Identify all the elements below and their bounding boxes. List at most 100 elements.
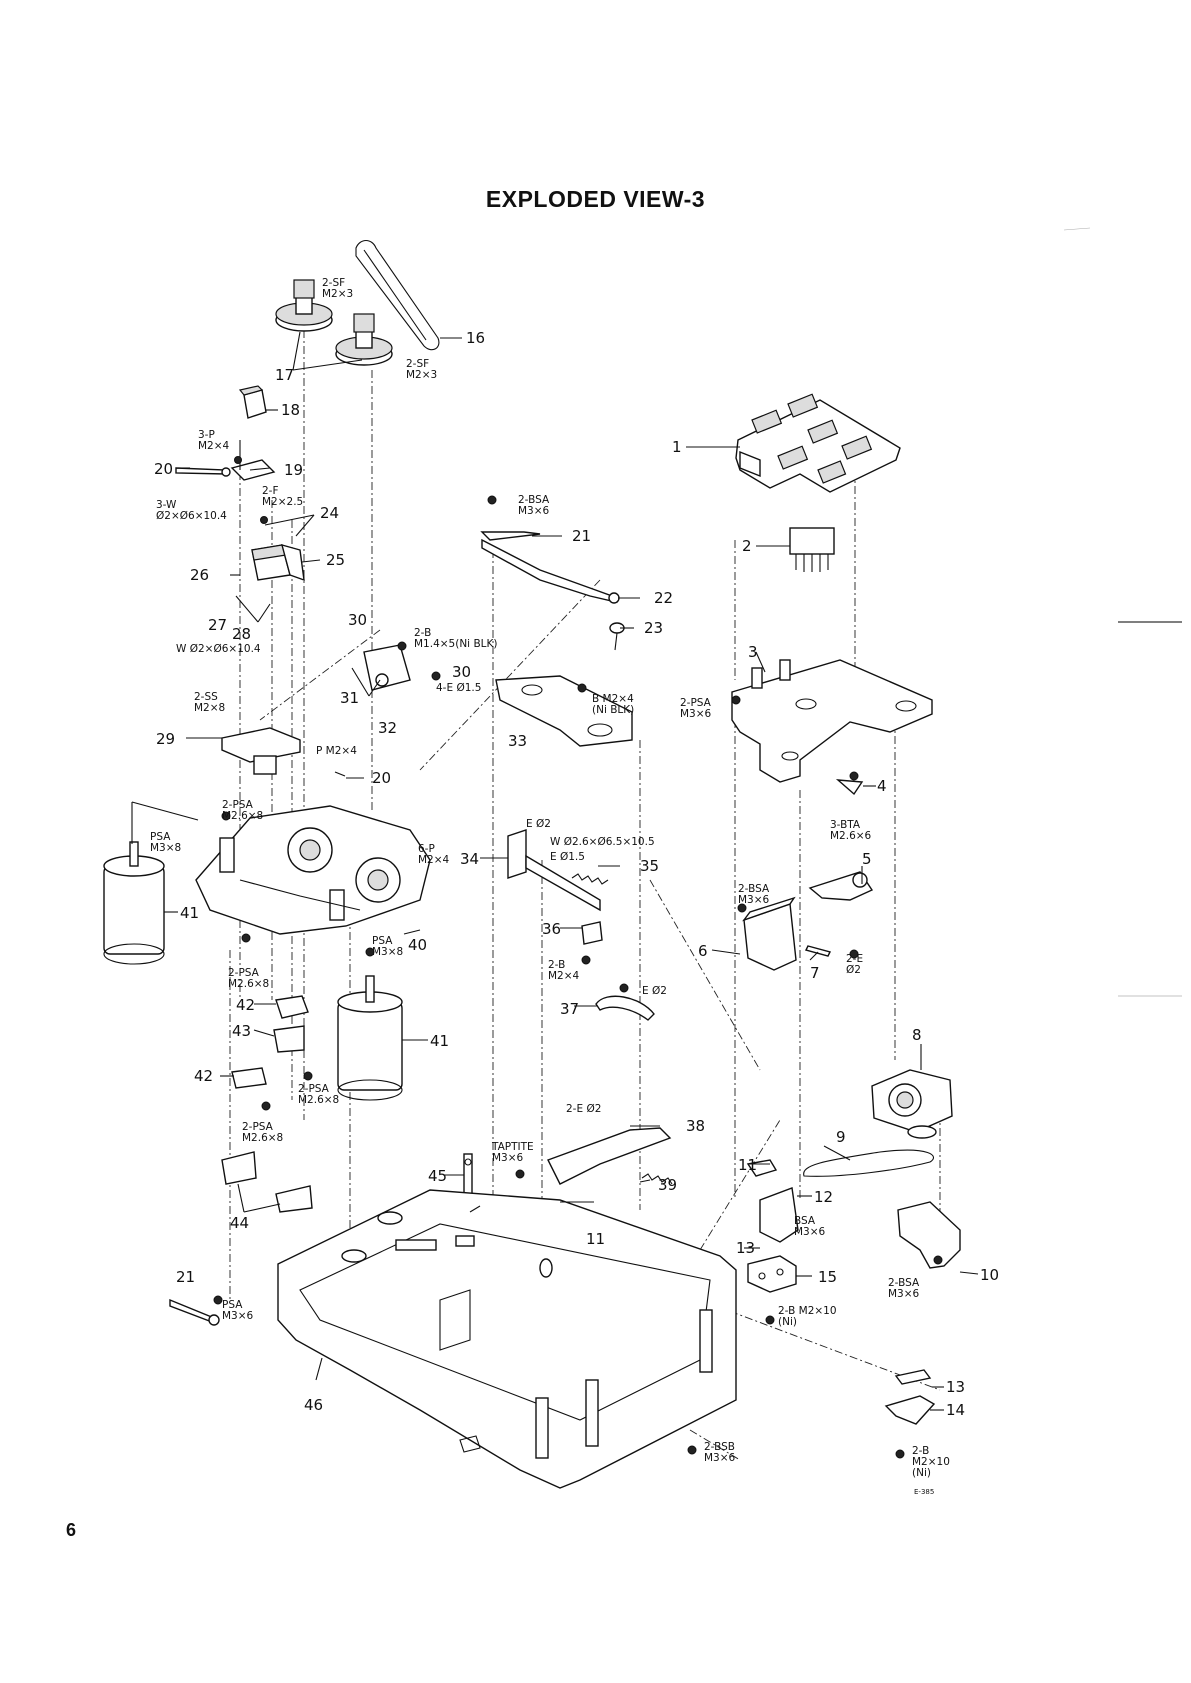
callout-46: 46 bbox=[304, 1396, 323, 1414]
part-9-belt bbox=[803, 1149, 935, 1177]
callout-19: 19 bbox=[284, 461, 303, 479]
callout-15: 15 bbox=[818, 1268, 837, 1286]
hw-e-e02: E Ø2 bbox=[526, 818, 551, 830]
part-8-solenoid-motor bbox=[871, 1069, 953, 1139]
part-39-spring bbox=[641, 1173, 673, 1185]
screw-markers bbox=[213, 456, 943, 1459]
callout-labels: 1 2 3 4 5 6 7 8 9 10 11 11 12 13 13 14 1… bbox=[154, 329, 999, 1419]
part-16-belt bbox=[355, 239, 440, 351]
part-31-32-roller-bracket bbox=[363, 644, 411, 691]
leader-lines bbox=[131, 331, 979, 1411]
part-44-bracket-left bbox=[221, 1151, 257, 1185]
callout-30-right: 30 bbox=[452, 663, 471, 681]
part-17-flywheel-left bbox=[275, 279, 333, 332]
callout-6: 6 bbox=[698, 942, 708, 960]
part-4-clip bbox=[835, 779, 864, 796]
part-44-bracket-right bbox=[275, 1185, 313, 1213]
part-40-mechanism-deck bbox=[195, 805, 431, 935]
callout-23: 23 bbox=[644, 619, 663, 637]
part-18-block bbox=[238, 385, 267, 419]
callout-20-mid: 20 bbox=[372, 769, 391, 787]
hw-e2-38: 2-E Ø2 bbox=[566, 1103, 601, 1115]
callout-14: 14 bbox=[946, 1401, 965, 1419]
callout-39: 39 bbox=[658, 1176, 677, 1194]
callout-24: 24 bbox=[320, 504, 339, 522]
part-34-bracket bbox=[507, 829, 601, 912]
callout-27: 27 bbox=[208, 616, 227, 634]
callout-21-lower: 21 bbox=[176, 1268, 195, 1286]
callout-45: 45 bbox=[428, 1167, 447, 1185]
callout-41-center: 41 bbox=[430, 1032, 449, 1050]
part-23-pin bbox=[609, 622, 625, 651]
callout-3: 3 bbox=[748, 643, 758, 661]
hw-w-single: W Ø2×Ø6×10.4 bbox=[176, 643, 261, 655]
callout-2: 2 bbox=[742, 537, 752, 555]
callout-11-right: 11 bbox=[738, 1156, 757, 1174]
callout-7: 7 bbox=[810, 964, 820, 982]
callout-40: 40 bbox=[408, 936, 427, 954]
callout-11-left: 11 bbox=[586, 1230, 605, 1248]
part-3-chassis-plate bbox=[731, 659, 933, 783]
part-35-spring bbox=[571, 873, 609, 885]
callout-42-top: 42 bbox=[236, 996, 255, 1014]
callout-1: 1 bbox=[672, 438, 682, 456]
callout-5: 5 bbox=[862, 850, 872, 868]
drawing-code: E-385 bbox=[914, 1488, 934, 1496]
part-12-bracket bbox=[759, 1187, 799, 1243]
callout-29: 29 bbox=[156, 730, 175, 748]
page-title: EXPLODED VIEW-3 bbox=[485, 186, 706, 212]
part-7-shaft bbox=[804, 945, 832, 957]
margin-marks bbox=[1063, 227, 1182, 997]
part-21-lever-lower bbox=[169, 1298, 220, 1326]
part-5-bracket bbox=[808, 871, 874, 901]
part-10-bracket bbox=[897, 1201, 961, 1269]
callout-13-upper: 13 bbox=[736, 1239, 755, 1257]
callout-36: 36 bbox=[542, 920, 561, 938]
part-20-lever-top bbox=[175, 467, 231, 477]
callout-9: 9 bbox=[836, 1128, 846, 1146]
part-42-bracket-low bbox=[231, 1067, 267, 1089]
callout-34: 34 bbox=[460, 850, 479, 868]
hw-b-m2: B M2×4(Ni BLK) bbox=[592, 693, 634, 716]
part-42-bracket-top bbox=[275, 995, 309, 1019]
callout-42-low: 42 bbox=[194, 1067, 213, 1085]
hw-p-m2: P M2×4 bbox=[316, 745, 357, 757]
part-43-bracket bbox=[273, 1025, 305, 1053]
hw-e4: 4-E Ø1.5 bbox=[436, 682, 481, 694]
part-14-clip bbox=[884, 1369, 936, 1425]
callout-17: 17 bbox=[275, 366, 294, 384]
part-37-lever bbox=[595, 995, 655, 1021]
part-46-main-chassis bbox=[277, 1189, 737, 1489]
part-6-bracket bbox=[742, 896, 797, 971]
callout-10: 10 bbox=[980, 1266, 999, 1284]
hw-b-m2x10a: 2-B M2×10(Ni) bbox=[778, 1305, 837, 1328]
callout-8: 8 bbox=[912, 1026, 922, 1044]
callout-44: 44 bbox=[230, 1214, 249, 1232]
part-1-circuit-board bbox=[735, 393, 901, 493]
part-33-plate bbox=[495, 675, 633, 747]
part-17-flywheel-right bbox=[335, 313, 393, 366]
callout-28: 28 bbox=[232, 625, 251, 643]
callout-18: 18 bbox=[281, 401, 300, 419]
part-41-motor-left bbox=[103, 841, 165, 965]
